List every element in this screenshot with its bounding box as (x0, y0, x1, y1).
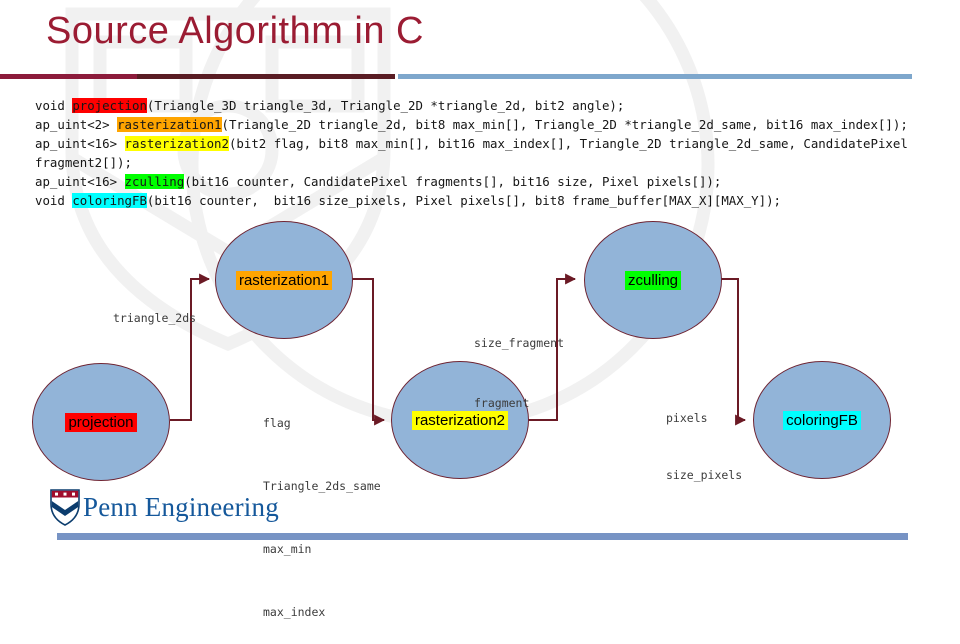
node-rasterization2: rasterization2 (391, 361, 529, 479)
edge-label-pixels: pixels (666, 411, 708, 425)
edge-label-fragment: fragment (474, 396, 530, 410)
arrow-rasterization2-to-zculling (528, 273, 577, 421)
highlighted-function-name: coloringFB (72, 193, 147, 208)
penn-engineering-logo: Penn Engineering (50, 489, 279, 526)
node-rasterization1: rasterization1 (215, 221, 353, 339)
highlighted-function-name: rasterization1 (117, 117, 222, 132)
arrow-projection-to-rasterization1 (170, 273, 211, 421)
edge-label-flag: flag (263, 416, 291, 430)
divider-segment-maroon (137, 74, 395, 79)
edge-label-triangle-2ds: triangle_2ds (113, 311, 197, 325)
edge-label-group-rasterization2-out: size_fragment fragment (474, 293, 564, 433)
edge-label-triangle-2ds-same: Triangle_2ds_same (263, 479, 381, 493)
code-block: void projection(Triangle_3D triangle_3d,… (35, 96, 908, 210)
highlighted-function-name: rasterization2 (124, 136, 229, 151)
node-zculling: zculling (584, 221, 722, 339)
edge-label-group-rasterization1-out: flag Triangle_2ds_same max_min max_index (263, 371, 381, 644)
node-label-zculling: zculling (624, 270, 682, 290)
code-line: fragment2[]); (35, 155, 132, 170)
arrow-rasterization1-to-rasterization2 (352, 278, 386, 426)
code-line: ap_uint<16> zculling(bit16 counter, Cand… (35, 174, 722, 189)
node-projection: projection (32, 363, 170, 481)
node-label-rasterization1: rasterization1 (235, 270, 333, 290)
highlighted-function-name: projection (72, 98, 147, 113)
node-label-projection: projection (65, 412, 137, 432)
code-line: ap_uint<16> rasterization2(bit2 flag, bi… (35, 136, 908, 151)
code-line: void coloringFB(bit16 counter, bit16 siz… (35, 193, 782, 208)
logo-text: Penn Engineering (83, 492, 279, 522)
bottom-bar (57, 533, 908, 540)
node-label-rasterization2: rasterization2 (411, 410, 509, 430)
node-coloringFB: coloringFB (753, 361, 891, 479)
watermark-shield-outline (65, 7, 391, 352)
edge-label-size-fragment: size_fragment (474, 336, 565, 350)
page-title: Source Algorithm in C (46, 10, 424, 52)
arrow-zculling-to-coloringFB (721, 278, 747, 426)
edge-label-size-pixels: size_pixels (666, 468, 743, 482)
divider-segment-crimson (0, 74, 137, 79)
edge-label-group-zculling-out: pixels size_pixels (666, 371, 742, 504)
divider-segment-blue (398, 74, 912, 79)
penn-shield-icon (50, 489, 80, 526)
node-label-coloringFB: coloringFB (783, 410, 861, 430)
flow-arrows (170, 273, 747, 426)
edge-label-max-index: max_index (263, 605, 326, 619)
code-line: void projection(Triangle_3D triangle_3d,… (35, 98, 625, 113)
edge-label-max-min: max_min (263, 542, 312, 556)
highlighted-function-name: zculling (124, 174, 185, 189)
code-line: ap_uint<2> rasterization1(Triangle_2D tr… (35, 117, 908, 132)
